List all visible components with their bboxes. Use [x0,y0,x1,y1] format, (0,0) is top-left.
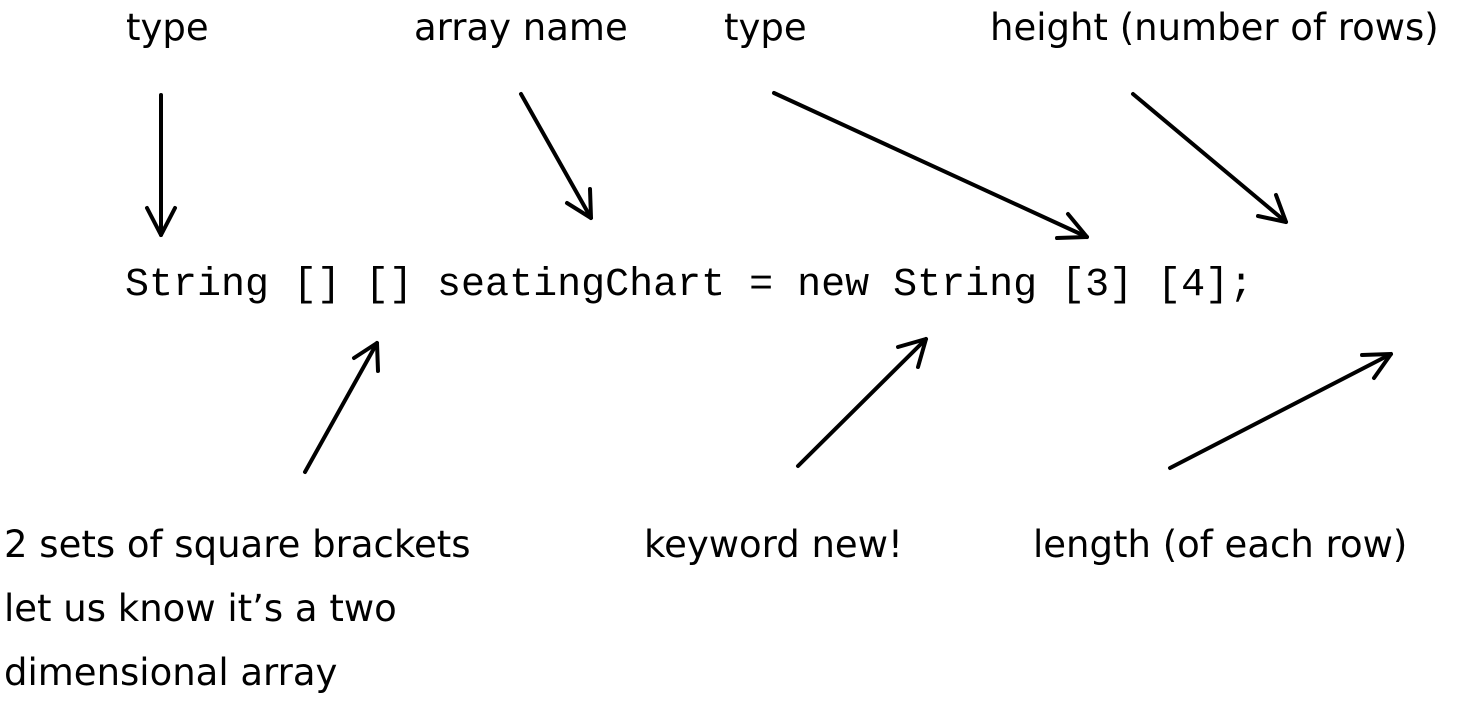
code-statement: String [] [] seatingChart = new String [… [125,263,1254,308]
label-keyword-new: keyword new! [644,523,903,566]
label-type-left: type [126,6,209,49]
arrow-keyword-new [796,337,928,468]
label-brackets-line3: dimensional array [4,651,338,694]
arrow-length [1168,352,1393,470]
label-type-right: type [724,6,807,49]
arrow-height [1131,92,1288,224]
arrow-type-right [772,91,1089,240]
label-array-name: array name [414,6,628,49]
label-brackets-line1: 2 sets of square brackets [4,523,471,566]
arrow-array-name [519,92,593,220]
arrow-type-left [145,93,177,237]
label-height: height (number of rows) [990,6,1439,49]
label-brackets-line2: let us know it’s a two [4,587,397,630]
label-length: length (of each row) [1033,523,1408,566]
arrow-brackets [303,341,380,474]
